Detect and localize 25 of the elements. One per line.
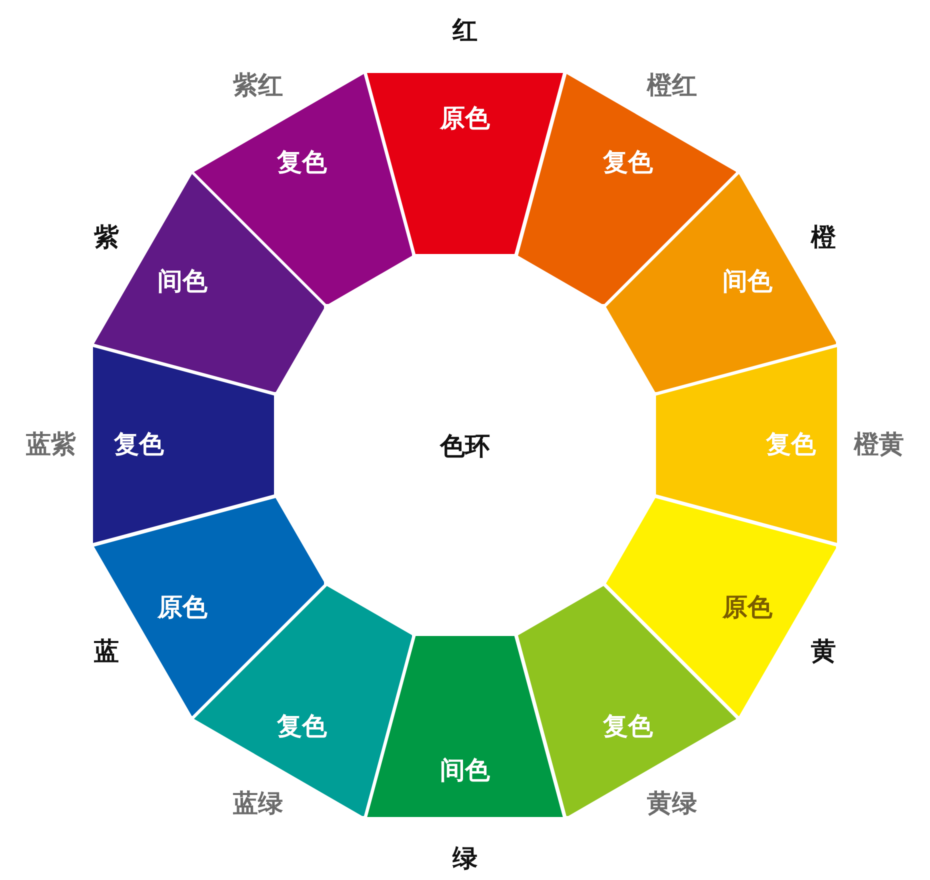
color-name: 橙红 [646,72,697,101]
segment-label: 原色 [722,594,772,622]
segment-label: 复色 [276,712,327,742]
segment-label: 复色 [602,712,653,742]
color-name: 蓝紫 [26,430,76,460]
segment-label: 间色 [440,756,490,786]
color-name: 蓝绿 [232,789,283,818]
segment-label: 原色 [440,104,490,134]
color-name: 绿 [452,844,478,874]
color-name: 紫红 [232,72,283,101]
color-name: 蓝 [94,638,119,666]
color-name: 橙黄 [854,430,904,460]
color-name: 橙 [811,224,836,252]
color-name: 紫 [94,224,119,252]
color-name: 黄绿 [646,789,697,818]
segment-label: 原色 [158,594,208,622]
center-label: 色环 [440,432,490,462]
color-name: 黄 [811,638,836,666]
segment-label: 复色 [766,430,816,460]
segment-label: 间色 [722,268,772,296]
segment-label: 复色 [602,148,653,178]
color-name: 红 [452,16,478,46]
segment-label: 复色 [276,148,327,178]
segment-label: 复色 [114,430,164,460]
segment-label: 间色 [158,268,208,296]
